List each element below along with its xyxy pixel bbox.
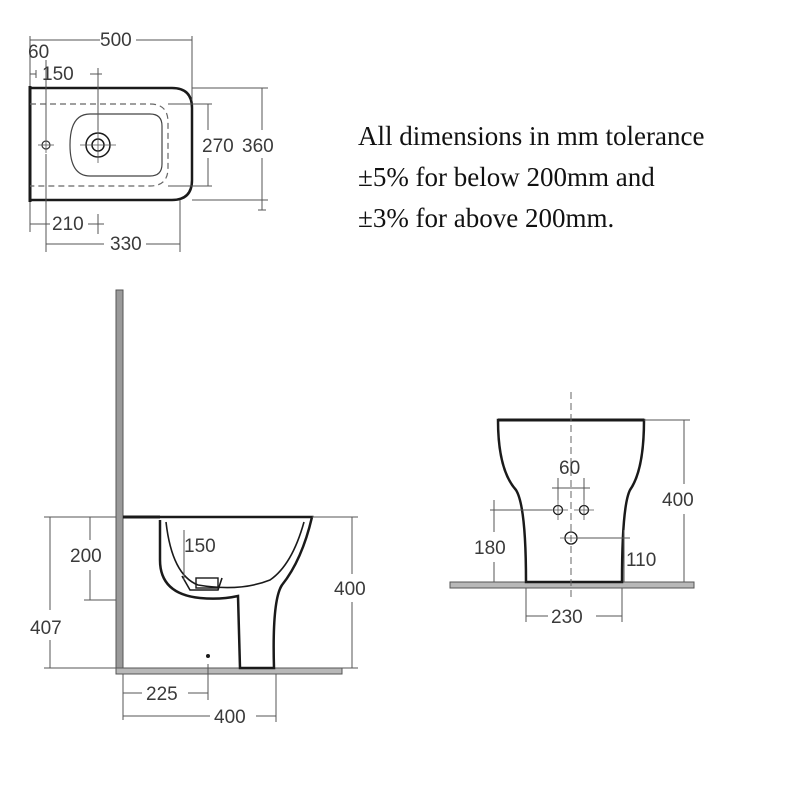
tolerance-note-line-2: ±5% for below 200mm and — [358, 162, 655, 192]
front-view: 60 400 180 110 230 — [449, 392, 695, 628]
side-wall — [115, 289, 124, 675]
side-dim-225: 225 — [146, 684, 178, 705]
side-bowl-inner — [165, 521, 305, 589]
side-view: 200 150 400 407 225 400 — [30, 289, 366, 728]
plan-dim-150: 150 — [42, 64, 74, 85]
plan-dim-60: 60 — [28, 42, 49, 63]
plan-dim-330: 330 — [110, 234, 142, 255]
front-dim-60: 60 — [559, 458, 580, 479]
plan-dim-270: 270 — [202, 136, 234, 157]
side-dim-150: 150 — [184, 536, 216, 557]
front-dim-110: 110 — [626, 550, 656, 571]
tolerance-note-line-1: All dimensions in mm tolerance — [358, 121, 705, 151]
plan-inner-bowl — [30, 103, 169, 187]
side-dim-200: 200 — [70, 546, 102, 567]
plan-dim-210: 210 — [52, 214, 84, 235]
plan-basin-recess — [69, 113, 163, 177]
side-dim-407: 407 — [30, 618, 62, 639]
plan-view: 500 60 150 270 360 210 330 — [28, 30, 274, 255]
front-bidet-outline — [496, 418, 646, 584]
plan-bidet-outline — [28, 86, 194, 202]
front-dim-230: 230 — [551, 607, 583, 628]
side-trap — [181, 575, 223, 591]
side-bidet-outline — [123, 515, 314, 670]
plan-dim-500: 500 — [100, 30, 132, 51]
plan-dim-360: 360 — [242, 136, 274, 157]
front-dim-180: 180 — [474, 538, 506, 559]
front-dim-400: 400 — [662, 490, 694, 511]
tolerance-note-line-3: ±3% for above 200mm. — [358, 203, 615, 233]
side-dim-400-right: 400 — [334, 579, 366, 600]
tolerance-note: All dimensions in mm tolerance ±5% for b… — [358, 116, 798, 239]
side-dim-400-bottom: 400 — [214, 707, 246, 728]
side-floor — [115, 667, 343, 675]
